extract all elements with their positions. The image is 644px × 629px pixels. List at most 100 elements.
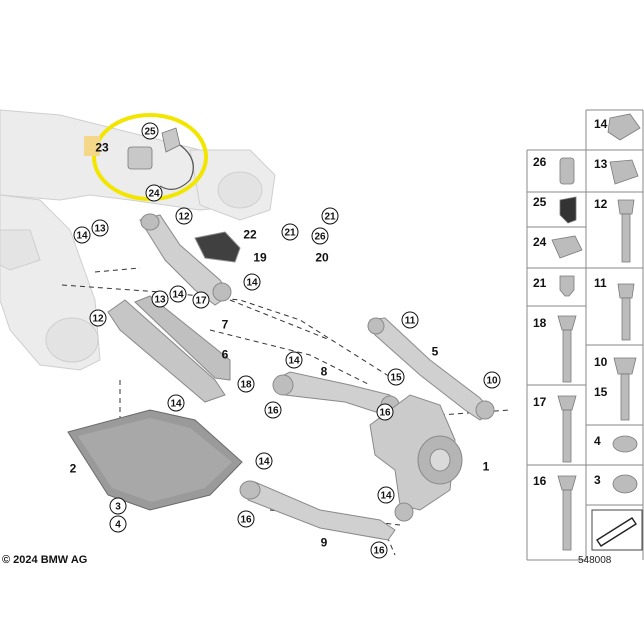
- callout-number: 11: [405, 316, 416, 327]
- callout-number: 23: [95, 141, 109, 155]
- legend-right-number: 4: [594, 434, 601, 448]
- callout-circle: [285, 351, 303, 369]
- callout-circle: [370, 541, 388, 559]
- callout-circle: [109, 497, 127, 515]
- callout-c6: 6: [222, 348, 229, 362]
- legend-left-number: 18: [533, 316, 547, 330]
- callout-c25-top: 25: [141, 122, 159, 140]
- document-number: 548008: [578, 555, 612, 566]
- callout-c15-a: 15: [387, 368, 405, 386]
- callout-circle: [311, 227, 329, 245]
- callout-23-box: [84, 136, 100, 156]
- callout-number: 16: [240, 515, 252, 526]
- callout-number: 14: [246, 278, 258, 289]
- legend-left-number: 25: [533, 195, 547, 209]
- callout-number: 5: [432, 345, 439, 359]
- callout-c13-a: 13: [91, 219, 109, 237]
- callout-number: 21: [324, 212, 336, 223]
- callout-number: 10: [486, 376, 498, 387]
- callout-number: 14: [76, 231, 88, 242]
- callout-number: 4: [115, 520, 121, 531]
- rear-subframe: [0, 109, 276, 371]
- callout-c17: 17: [192, 291, 210, 309]
- callout-c14-a: 14: [73, 226, 91, 244]
- parts-legend: [526, 109, 644, 561]
- callout-number: 14: [170, 399, 182, 410]
- callout-number: 1: [483, 460, 490, 474]
- orientation-arrow-icon: [591, 509, 643, 551]
- callout-circle: [167, 394, 185, 412]
- legend-right-number: 3: [594, 473, 601, 487]
- callout-circle: [237, 510, 255, 528]
- callout-number: 24: [148, 189, 160, 200]
- callout-number: 2: [70, 462, 77, 476]
- callout-c16-a: 16: [264, 401, 282, 419]
- callout-number: 16: [267, 406, 279, 417]
- callout-c26-a: 26: [311, 227, 329, 245]
- callout-c4: 4: [109, 515, 127, 533]
- callout-circle: [255, 452, 273, 470]
- callout-c10: 10: [483, 371, 501, 389]
- callout-c16-c: 16: [237, 510, 255, 528]
- callout-number: 13: [154, 295, 166, 306]
- callout-c11: 11: [401, 311, 419, 329]
- callout-number: 12: [178, 212, 190, 223]
- callout-number: 18: [240, 380, 252, 391]
- callout-c22: 22: [243, 228, 257, 242]
- legend-right-number: 12: [594, 197, 608, 211]
- legend-left-number: 24: [533, 235, 547, 249]
- callout-number: 6: [222, 348, 229, 362]
- legend-left-number: 17: [533, 395, 547, 409]
- callout-c2: 2: [70, 462, 77, 476]
- legend-right-number: 10: [594, 355, 608, 369]
- callout-c14-d: 14: [167, 394, 185, 412]
- callout-circle: [89, 309, 107, 327]
- callout-c3: 3: [109, 497, 127, 515]
- legend-left-number: 16: [533, 474, 547, 488]
- callout-c19: 19: [253, 251, 267, 265]
- callout-number: 19: [253, 251, 267, 265]
- copyright-text: © 2024 BMW AG: [2, 554, 88, 566]
- callout-circle: [483, 371, 501, 389]
- callout-number: 16: [379, 408, 391, 419]
- callout-c14-f: 14: [255, 452, 273, 470]
- control-arms: [67, 213, 495, 541]
- callout-circle: [169, 285, 187, 303]
- callout-number: 14: [380, 491, 392, 502]
- callout-circle: [377, 486, 395, 504]
- callout-number: 17: [195, 296, 207, 307]
- callout-circle: [192, 291, 210, 309]
- callout-circle: [73, 226, 91, 244]
- legend-right-number: 13: [594, 157, 608, 171]
- callout-c12-a: 12: [175, 207, 193, 225]
- callout-c21-a: 21: [321, 207, 339, 225]
- callout-number: 9: [321, 536, 328, 550]
- callout-c1: 1: [483, 460, 490, 474]
- callout-c20: 20: [315, 251, 329, 265]
- callout-circle: [264, 401, 282, 419]
- callout-number: 25: [144, 127, 156, 138]
- callout-c14-c: 14: [243, 273, 261, 291]
- callout-circle: [141, 122, 159, 140]
- callout-number: 14: [288, 356, 300, 367]
- callout-circle: [387, 368, 405, 386]
- callout-number: 14: [172, 290, 184, 301]
- callout-c16-d: 16: [370, 541, 388, 559]
- callout-number: 14: [258, 457, 270, 468]
- legend-left-number: 26: [533, 155, 547, 169]
- callout-c9: 9: [321, 536, 328, 550]
- callout-circle: [109, 515, 127, 533]
- callout-circle: [91, 219, 109, 237]
- callout-c14-g: 14: [377, 486, 395, 504]
- callout-c18: 18: [237, 375, 255, 393]
- callout-circle: [376, 403, 394, 421]
- callout-number: 22: [243, 228, 257, 242]
- callout-c7: 7: [222, 318, 229, 332]
- callout-circle: [243, 273, 261, 291]
- callout-circle: [321, 207, 339, 225]
- callout-c14-e: 14: [285, 351, 303, 369]
- sensor-assembly: [127, 127, 194, 190]
- legend-left-number: 21: [533, 276, 547, 290]
